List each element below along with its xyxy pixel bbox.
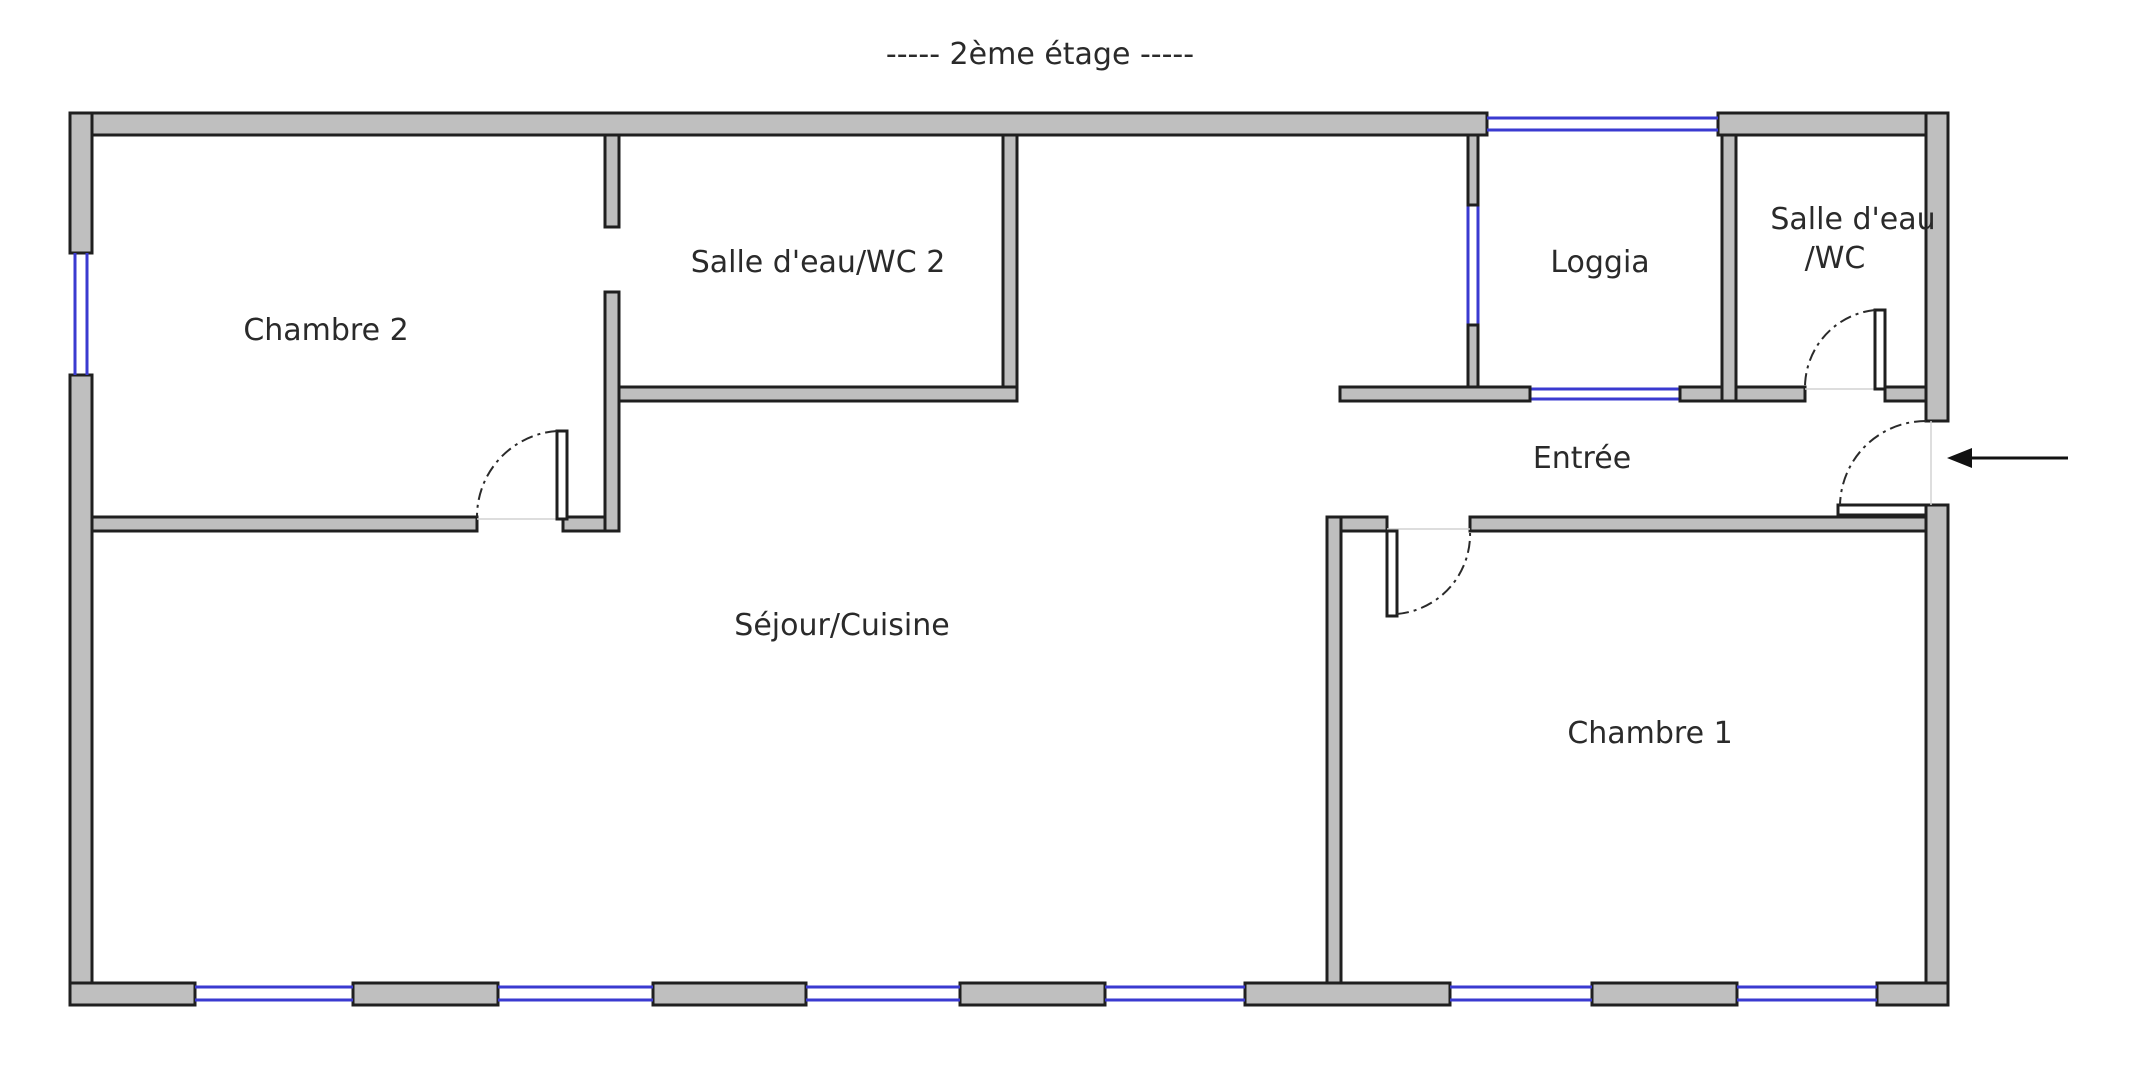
doors [475, 308, 1932, 618]
entry-arrow-head [1947, 448, 1972, 468]
wall-bottom-1 [68, 981, 197, 1007]
wall-bottom-5 [1243, 981, 1452, 1007]
door-entry-leaf [1836, 503, 1928, 517]
wall-chambre2-right-lower [603, 290, 621, 533]
wall-loggia-right [1720, 133, 1738, 403]
door-entry-swing [1839, 420, 1927, 506]
wall-top-left [68, 111, 1489, 137]
wall-sde2-right [1001, 133, 1019, 403]
wall-left-lower [68, 373, 94, 1007]
wall-top-right [1716, 111, 1950, 137]
room-label-chambre2: Chambre 2 [243, 313, 408, 348]
wall-chambre2-bottom [90, 515, 479, 533]
wall-loggia-left-upper [1466, 133, 1480, 207]
wall-bottom-7 [1875, 981, 1950, 1007]
door-chambre1-leaf [1385, 529, 1399, 618]
wall-loggia-bottom-left [1338, 385, 1532, 403]
room-label-entree: Entrée [1533, 441, 1631, 476]
door-chambre1-swing [1396, 530, 1472, 615]
wall-chambre1-left [1325, 515, 1343, 985]
wall-sde-bottom-right [1883, 385, 1928, 403]
wall-bottom-4 [958, 981, 1107, 1007]
wall-bottom-3 [651, 981, 808, 1007]
room-label-loggia: Loggia [1550, 245, 1649, 280]
floor-label: ----- 2ème étage ----- [886, 37, 1194, 72]
wall-loggia-bottom-right [1678, 385, 1807, 403]
wall-right-upper [1924, 111, 1950, 423]
door-chambre2-swing [475, 430, 558, 518]
wall-sde2-bottom [617, 385, 1019, 403]
wall-chambre1-top-right [1468, 515, 1928, 533]
windows [73, 116, 1877, 1002]
wall-right-lower [1924, 503, 1950, 1007]
room-label-salle-deau-line1: Salle d'eau [1770, 202, 1935, 237]
room-label-salle-deau-line2: /WC [1805, 241, 1866, 276]
door-chambre2-leaf [555, 429, 569, 521]
interior-walls [90, 133, 1928, 985]
wall-bottom-6 [1590, 981, 1739, 1007]
exterior-walls [68, 111, 1950, 1007]
wall-chambre2-right-upper [603, 133, 621, 229]
wall-left-upper [68, 111, 94, 255]
door-sde-swing [1804, 309, 1876, 388]
entry-arrow [1947, 448, 2068, 468]
room-label-sejour-cuisine: Séjour/Cuisine [734, 608, 949, 643]
room-label-chambre1: Chambre 1 [1567, 716, 1732, 751]
room-label-salle-deau-wc2: Salle d'eau/WC 2 [691, 245, 946, 280]
wall-bottom-2 [351, 981, 500, 1007]
door-sde-leaf [1873, 308, 1887, 391]
